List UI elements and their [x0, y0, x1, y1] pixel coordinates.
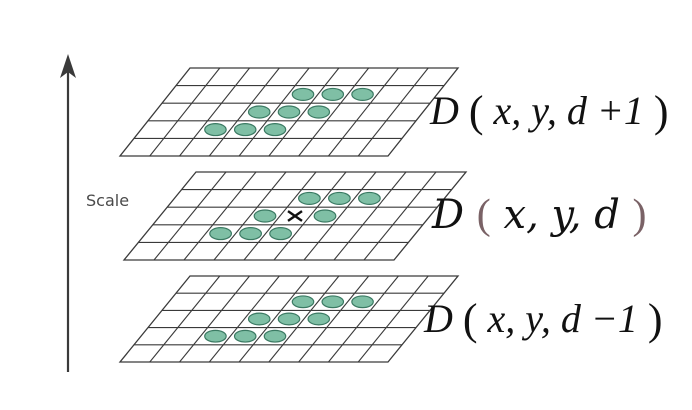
grid-line: [179, 67, 250, 157]
svg-text:D ( x, y, d −1: D ( x, y, d −1 ): [423, 295, 663, 344]
grid-line: [238, 275, 310, 363]
grid-line: [183, 171, 257, 261]
svg-text:D ( x, y, d: D ( x, y, d ): [431, 192, 647, 238]
grid-line: [298, 275, 370, 363]
grid-line: [268, 67, 340, 157]
grid-line: [179, 275, 250, 363]
neighbor-sample: [307, 105, 331, 119]
neighbor-sample: [328, 191, 351, 205]
svg-text:D ( x, y, d +1: D ( x, y, d +1 ): [429, 87, 669, 136]
grid-line: [208, 67, 280, 157]
neighbor-sample: [321, 87, 345, 101]
formula-bottom-func: D: [423, 296, 453, 341]
neighbor-sample: [247, 105, 271, 119]
layer-middle: [122, 171, 468, 261]
grid-line: [298, 67, 370, 157]
grid-line: [213, 171, 287, 261]
neighbor-sample: [233, 329, 257, 343]
neighbor-sample: [263, 123, 287, 137]
grid-line: [328, 67, 399, 157]
grid-line: [273, 171, 347, 261]
grid-line: [333, 171, 407, 261]
center-sample-cross: [287, 210, 303, 222]
grid-line: [268, 275, 340, 363]
layer-top: [118, 67, 460, 157]
grid-line: [328, 275, 399, 363]
neighbor-sample: [351, 87, 374, 101]
grid-line: [153, 171, 227, 261]
grid-line: [357, 275, 429, 363]
neighbor-sample: [269, 227, 293, 241]
neighbor-sample: [209, 227, 233, 241]
neighbor-sample: [277, 312, 301, 326]
neighbor-sample: [291, 87, 315, 101]
scale-axis: Scale: [60, 54, 129, 372]
grid-line: [363, 171, 437, 261]
grid-line: [243, 171, 317, 261]
scale-axis-label: Scale: [86, 191, 129, 210]
scale-axis-arrowhead: [60, 54, 76, 78]
formula-middle-args: x, y, d: [504, 192, 620, 238]
neighbor-sample: [307, 312, 331, 326]
neighbor-sample: [291, 295, 315, 309]
layer-bottom: [118, 275, 460, 363]
neighbor-sample: [204, 329, 227, 343]
grid-line: [149, 67, 221, 157]
neighbor-sample: [277, 105, 301, 119]
grid-line: [238, 67, 310, 157]
neighbor-sample: [313, 209, 337, 223]
formula-top-func: D: [429, 88, 459, 133]
formula-middle: D ( x, y, d ): [431, 192, 647, 238]
formula-bottom: D ( x, y, d −1 ): [423, 295, 663, 344]
neighbor-sample: [358, 191, 381, 205]
formula-top: D ( x, y, d +1 ): [429, 87, 669, 136]
neighbor-sample: [239, 227, 263, 241]
grid-line: [303, 171, 377, 261]
neighbor-sample: [351, 295, 374, 309]
neighbor-sample: [321, 295, 345, 309]
formula-bottom-args: x, y, d −1: [487, 296, 638, 341]
layer-stack: [118, 67, 468, 363]
neighbor-sample: [263, 329, 287, 343]
neighbor-sample: [204, 123, 227, 137]
formula-middle-func: D: [431, 192, 464, 238]
grid-line: [149, 275, 221, 363]
neighbor-sample: [298, 191, 321, 205]
neighbor-sample: [253, 209, 277, 223]
grid-line: [357, 67, 429, 157]
neighbor-sample: [247, 312, 271, 326]
neighbor-sample: [233, 123, 257, 137]
grid-line: [208, 275, 280, 363]
formula-top-args: x, y, d +1: [493, 88, 644, 133]
